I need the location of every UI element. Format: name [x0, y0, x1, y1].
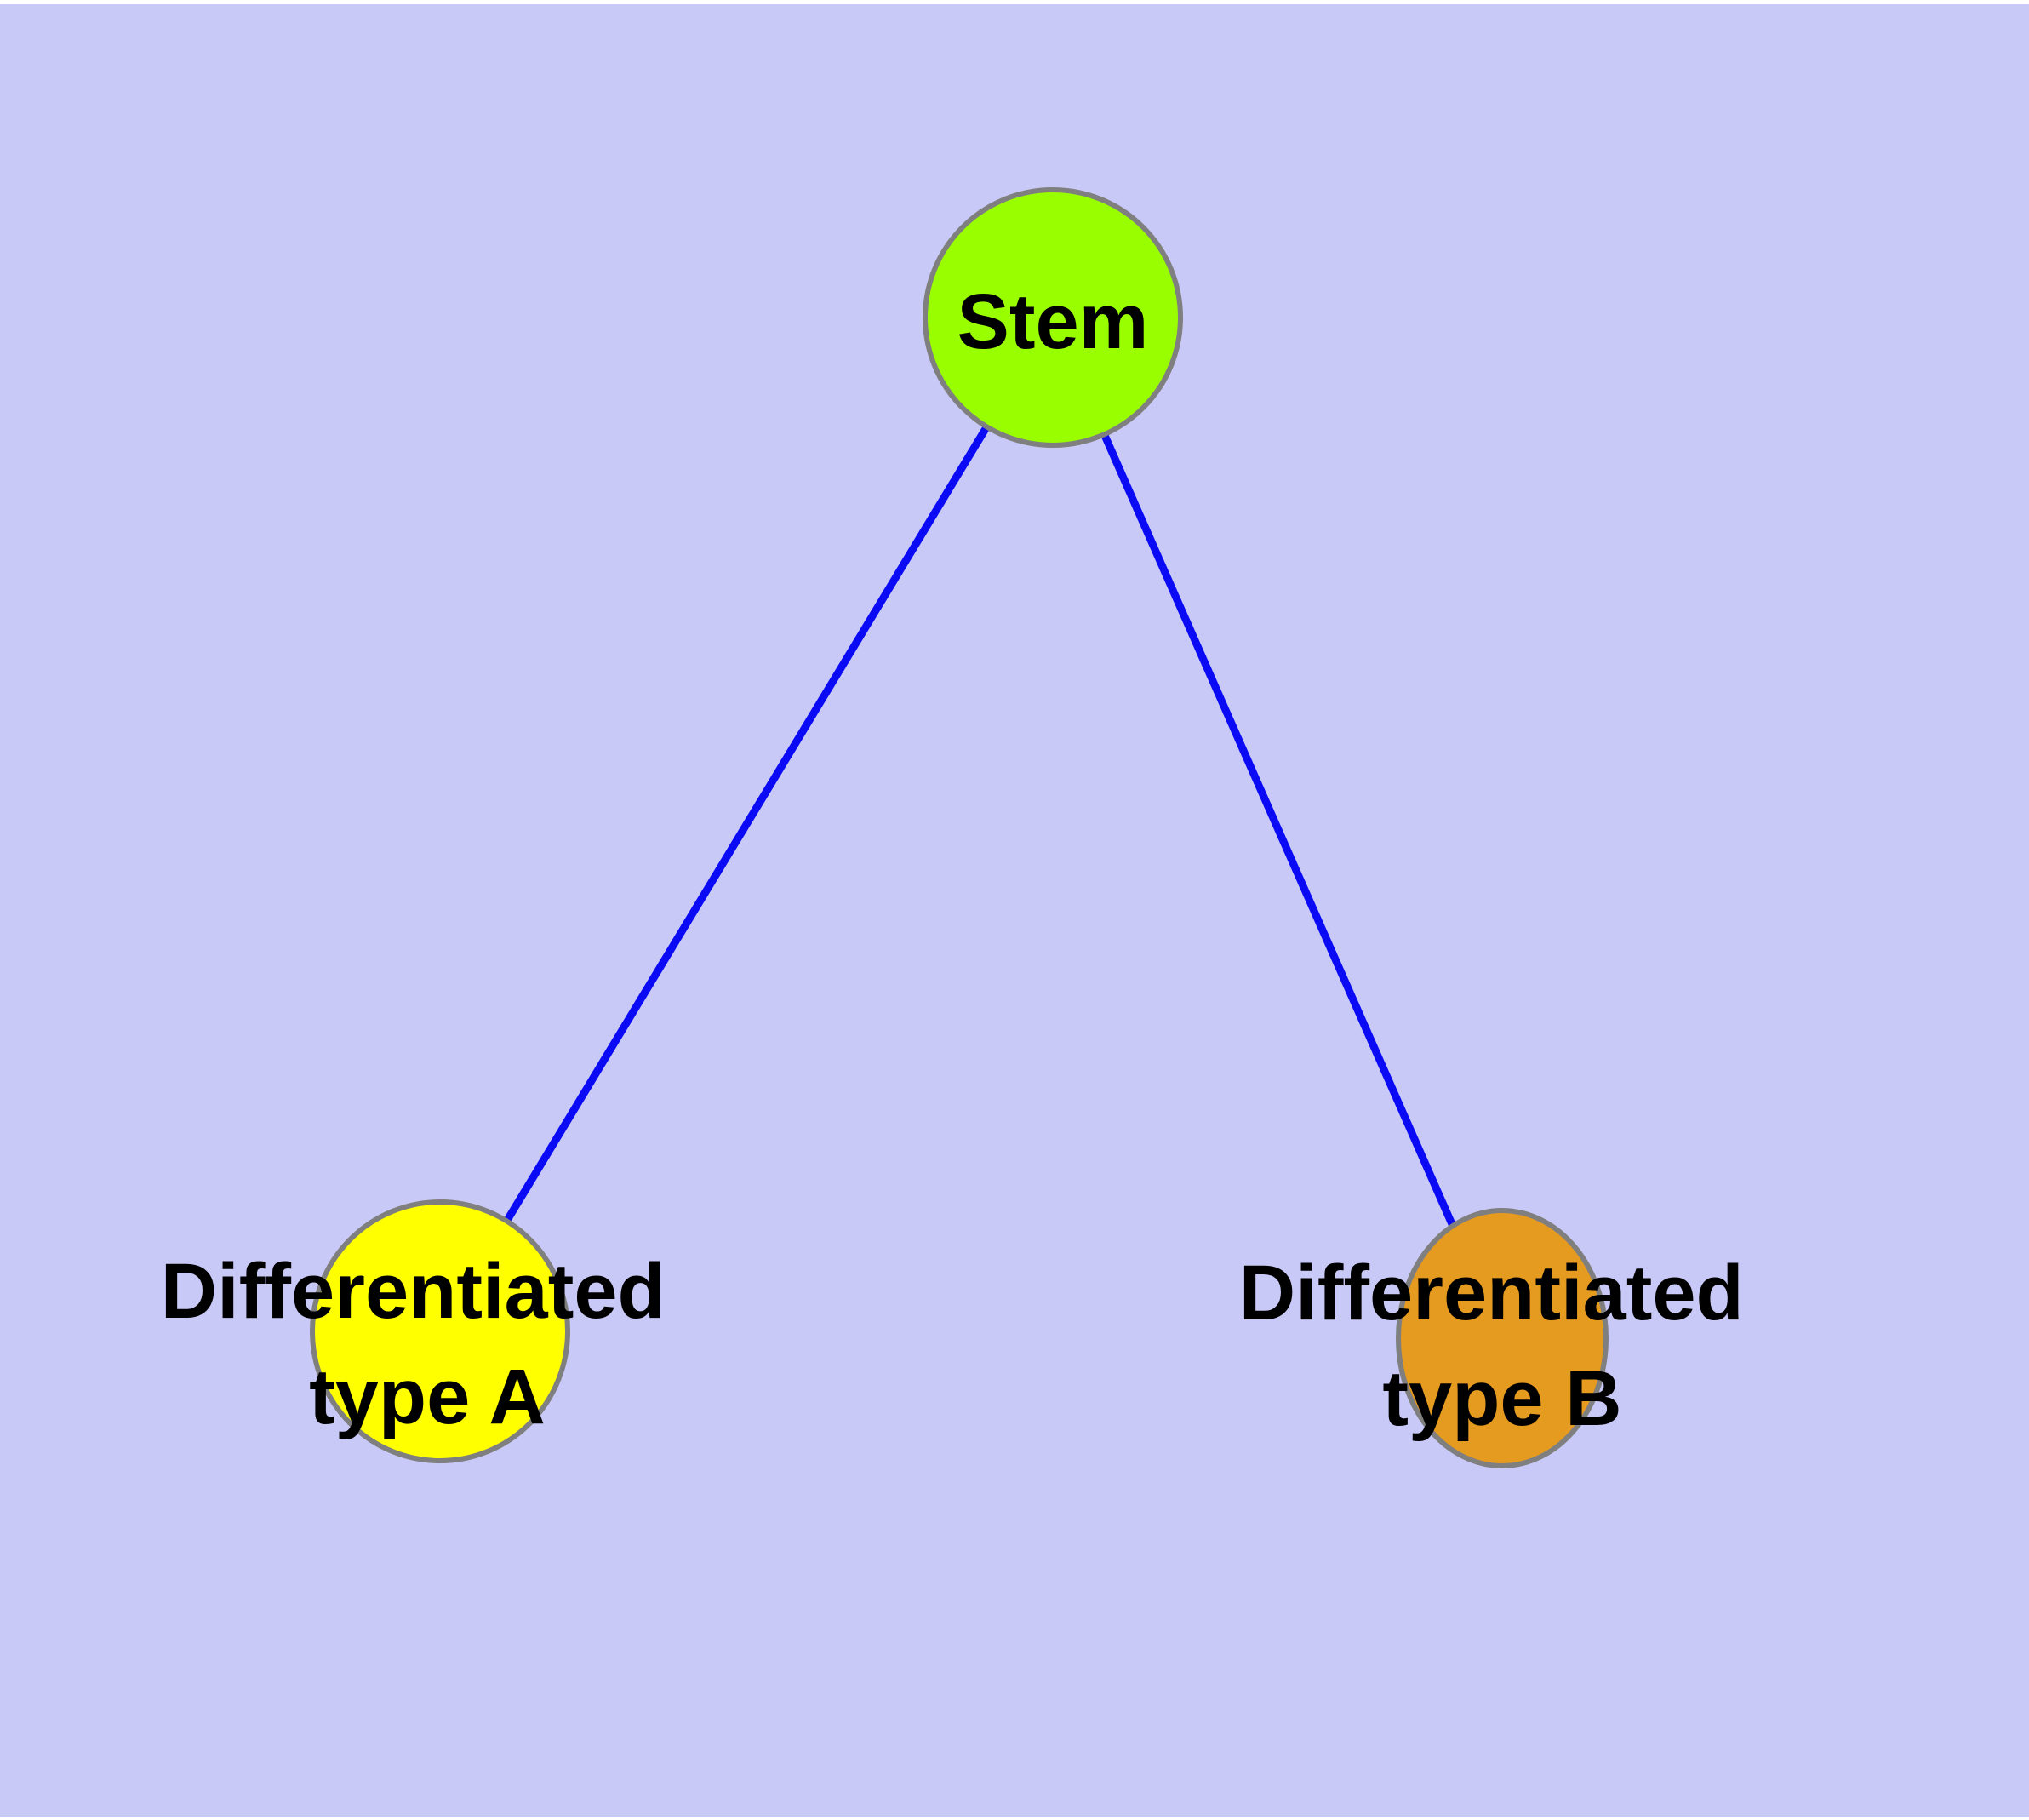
node-label-differentiated-type-a-line-2: type A: [309, 1354, 546, 1440]
node-label-stem: Stem: [957, 278, 1149, 365]
node-label-differentiated-type-b-line-2: type B: [1382, 1355, 1621, 1442]
node-label-differentiated-type-b: Differentiated type B: [1239, 1250, 1766, 1442]
edge-stem-to-differentiated-type-b: [1049, 316, 1506, 1340]
node-label-differentiated-type-a-line-1: Differentiated: [161, 1248, 666, 1335]
node-stem: [923, 187, 1183, 448]
node-differentiated-type-b: [1396, 1208, 1609, 1468]
node-label-differentiated-type-a: Differentiated type A: [161, 1248, 688, 1440]
node-label-differentiated-type-b-line-1: Differentiated: [1239, 1250, 1744, 1336]
node-differentiated-type-a: [310, 1199, 570, 1463]
edge-stem-to-differentiated-type-a: [437, 315, 1056, 1334]
